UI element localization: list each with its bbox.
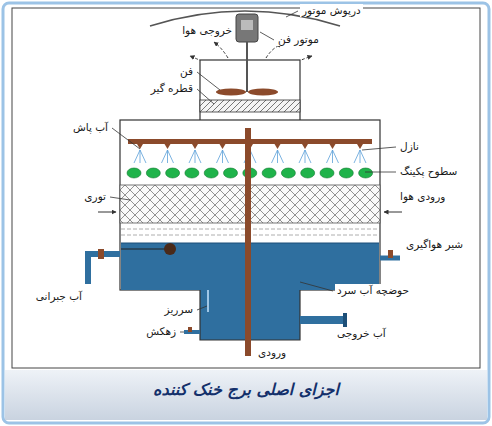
title-band	[5, 370, 487, 420]
part-label: ورودی هوا	[398, 190, 447, 203]
riser-pipe	[245, 128, 251, 356]
part-label: توری	[82, 190, 108, 203]
fan-blade	[248, 89, 278, 96]
overflow	[207, 290, 209, 312]
outlet-pipe	[300, 316, 344, 324]
part-label: حوضچه آب سرد	[335, 284, 411, 297]
outer-frame	[3, 3, 489, 423]
part-label: درپوش موتور	[300, 4, 363, 17]
part-label: موتور فن	[276, 33, 321, 46]
shaft	[246, 42, 248, 92]
part-label: فن	[178, 65, 195, 78]
part-label: سطوح پکینگ	[398, 165, 459, 178]
part-label: ورودی	[256, 346, 288, 359]
part-label: آب خروجی	[335, 327, 388, 340]
part-label: قطره گیر	[149, 82, 195, 95]
part-label: آب پاش	[71, 121, 110, 134]
inner-frame	[12, 8, 480, 368]
part-label: سرریز	[163, 303, 195, 316]
fan-stack	[200, 60, 300, 122]
part-label: آب جبرانی	[34, 290, 84, 303]
fan-blade	[216, 89, 246, 96]
part-label: زهکش	[144, 325, 178, 338]
part-label: نازل	[398, 140, 421, 153]
diagram-title: اجزای اصلی برج خنک کننده	[4, 380, 488, 399]
part-label: خروجی هوا	[180, 24, 234, 37]
fan-motor	[236, 14, 258, 42]
motor-plate	[241, 20, 253, 30]
drift-eliminator	[200, 100, 300, 112]
part-label: شیر هواگیری	[404, 238, 465, 251]
float-ball	[164, 243, 176, 255]
air-in-arrows	[98, 212, 402, 213]
